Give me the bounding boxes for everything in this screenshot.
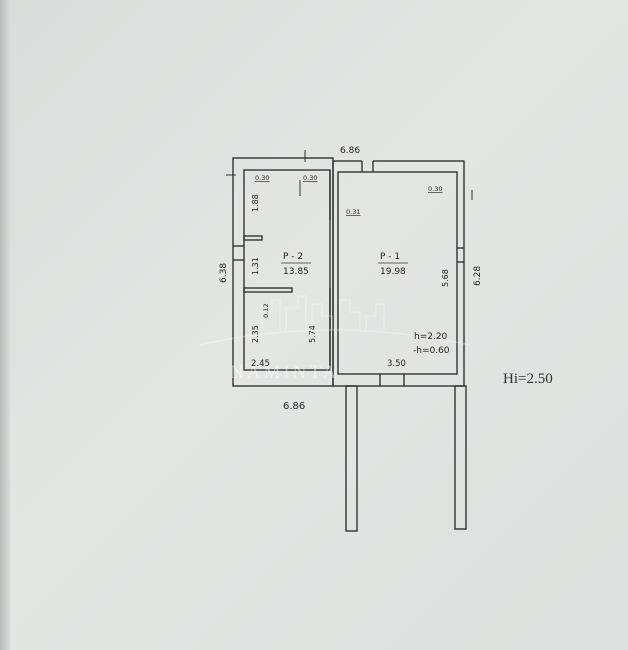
watermark-text: NAMINTA: [230, 362, 339, 383]
page-edge: [0, 0, 10, 650]
dim-overall-bottom: 6.86: [283, 401, 305, 412]
dim-p2-stub: 0.12: [262, 304, 270, 318]
dim-wall-p2-top: 0.30: [255, 174, 269, 182]
room-p1-label: P - 1: [380, 252, 400, 262]
dim-wall-partition: 0.31: [346, 208, 360, 216]
watermark-arc: [199, 329, 471, 346]
dim-p2-upper-height: 1.88: [251, 194, 260, 212]
room-p1-area: 19.98: [380, 267, 406, 277]
watermark: [199, 295, 471, 346]
dim-p1-width: 3.50: [387, 359, 406, 369]
terrace-post-left: [345, 385, 358, 532]
dim-p2-length: 5.74: [308, 325, 317, 343]
dimension-ticks: [226, 150, 473, 200]
room-p1-outer: [332, 160, 465, 387]
room-p2-inner: [243, 169, 331, 371]
dim-wall-p1-top: 0.30: [428, 185, 442, 193]
terrace-post-right: [454, 385, 467, 530]
partition-stub-upper: [243, 235, 263, 241]
dim-overall-right: 6.28: [473, 266, 483, 286]
partition-stub-lower: [243, 287, 293, 293]
height-total: Hi=2.50: [503, 371, 553, 387]
dim-wall-p2-top-inner: 0.30: [303, 174, 317, 182]
room-p1-inner: [337, 171, 458, 375]
dim-overall-top: 6.86: [340, 146, 360, 156]
height-inner: h=2.20: [414, 332, 448, 342]
walls: [232, 157, 467, 532]
room-p2-area: 13.85: [283, 267, 309, 277]
height-floor: -h=0.60: [413, 346, 450, 356]
watermark-skyline: [261, 295, 385, 330]
dim-p2-lower-height: 2.35: [251, 325, 260, 343]
dim-overall-left: 6.38: [219, 263, 229, 283]
dim-p2-mid-height: 1.31: [251, 257, 260, 275]
room-p2-label: P - 2: [283, 252, 303, 262]
dim-p2-bottom-width: 2.45: [251, 359, 270, 369]
dim-p1-length: 5.68: [441, 269, 450, 287]
